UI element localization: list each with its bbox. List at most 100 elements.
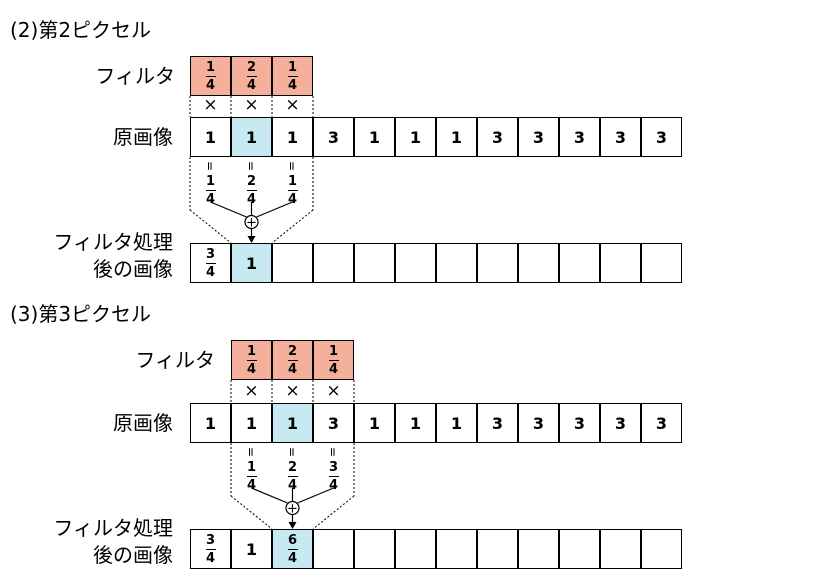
denominator: 4 — [246, 478, 257, 493]
equals-sign: = — [203, 160, 218, 172]
multiply-sign: × — [285, 381, 300, 401]
plus-icon: + — [287, 502, 298, 517]
filtered-pixel — [354, 529, 395, 569]
sum-arrow — [210, 201, 247, 218]
pixel-value: 1 — [286, 413, 299, 433]
pixel-value: 1 — [409, 127, 422, 147]
original-image-label: 原画像 — [113, 411, 173, 435]
original-pixel: 1 — [395, 117, 436, 157]
filtered-pixel — [354, 243, 395, 283]
pixel-value: 1 — [245, 413, 258, 433]
pixel-value: 1 — [245, 539, 258, 559]
denominator: 4 — [328, 361, 339, 377]
original-pixel: 3 — [477, 117, 518, 157]
pixel-value: 3 — [655, 413, 668, 433]
numerator: 2 — [246, 174, 257, 189]
equals-sign: = — [244, 160, 259, 172]
denominator: 4 — [287, 550, 298, 566]
filtered-image-label: 後の画像 — [93, 257, 173, 281]
fraction-bar — [205, 190, 216, 191]
fraction-bar — [246, 190, 257, 191]
filtered-pixel: 1 — [231, 529, 272, 569]
filtered-pixel — [518, 243, 559, 283]
pixel-value: 1 — [245, 127, 258, 147]
denominator: 4 — [205, 264, 216, 280]
pixel-value: 3 — [655, 127, 668, 147]
fraction-bar — [246, 359, 257, 361]
arrow-head — [247, 236, 256, 243]
filtered-pixel — [313, 243, 354, 283]
fraction-bar — [287, 476, 298, 477]
pixel-value: 3 — [327, 127, 340, 147]
equals-sign: = — [244, 446, 259, 458]
denominator: 4 — [205, 550, 216, 566]
filtered-pixel — [641, 529, 682, 569]
pixel-value: 3 — [491, 127, 504, 147]
pixel-value: 1 — [245, 253, 258, 273]
pixel-value: 3 — [532, 127, 545, 147]
denominator: 4 — [205, 77, 216, 93]
fraction-bar — [287, 190, 298, 191]
original-pixel: 1 — [354, 403, 395, 443]
pixel-value: 1 — [450, 127, 463, 147]
original-pixel: 1 — [436, 403, 477, 443]
original-pixel: 1 — [395, 403, 436, 443]
multiply-sign: × — [285, 95, 300, 115]
original-pixel: 1 — [354, 117, 395, 157]
filtered-pixel — [518, 529, 559, 569]
filtered-image-label: 後の画像 — [93, 543, 173, 567]
filter-label: フィルタ — [135, 348, 215, 372]
numerator: 1 — [287, 59, 298, 75]
guide-line — [312, 495, 355, 530]
filtered-image-label: フィルタ処理 — [53, 230, 173, 254]
section-heading: (3)第3ピクセル — [10, 302, 152, 326]
filtered-pixel — [559, 529, 600, 569]
pixel-value: 3 — [573, 413, 586, 433]
filtered-pixel — [600, 243, 641, 283]
denominator: 4 — [287, 77, 298, 93]
filtered-pixel — [436, 243, 477, 283]
fraction-bar — [287, 359, 298, 361]
filtered-pixel — [641, 243, 682, 283]
numerator: 1 — [205, 174, 216, 189]
denominator: 4 — [328, 478, 339, 493]
pixel-value: 1 — [204, 127, 217, 147]
pixel-value: 1 — [368, 413, 381, 433]
fraction-bar — [205, 548, 216, 550]
equals-sign: = — [326, 446, 341, 458]
original-pixel: 3 — [600, 403, 641, 443]
denominator: 4 — [246, 361, 257, 377]
fraction-bar — [328, 476, 339, 477]
sum-arrow — [256, 201, 293, 218]
section-heading: (2)第2ピクセル — [10, 18, 152, 42]
filtered-image-label: フィルタ処理 — [53, 516, 173, 540]
denominator: 4 — [205, 192, 216, 207]
original-pixel: 1 — [436, 117, 477, 157]
filtered-pixel — [436, 529, 477, 569]
product-term: = 1 4 — [190, 160, 231, 206]
numerator: 1 — [246, 460, 257, 475]
original-pixel: 3 — [518, 117, 559, 157]
numerator: 2 — [246, 59, 257, 75]
guide-line — [189, 209, 232, 244]
original-pixel: 3 — [313, 117, 354, 157]
sum-arrow — [297, 487, 334, 504]
pixel-value: 3 — [614, 127, 627, 147]
original-pixel: 1 — [231, 403, 272, 443]
original-pixel: 1 — [272, 117, 313, 157]
denominator: 4 — [287, 192, 298, 207]
filtered-pixel — [272, 243, 313, 283]
pixel-value: 3 — [573, 127, 586, 147]
denominator: 4 — [246, 77, 257, 93]
original-pixel: 3 — [477, 403, 518, 443]
filtered-pixel — [559, 243, 600, 283]
numerator: 1 — [328, 343, 339, 359]
